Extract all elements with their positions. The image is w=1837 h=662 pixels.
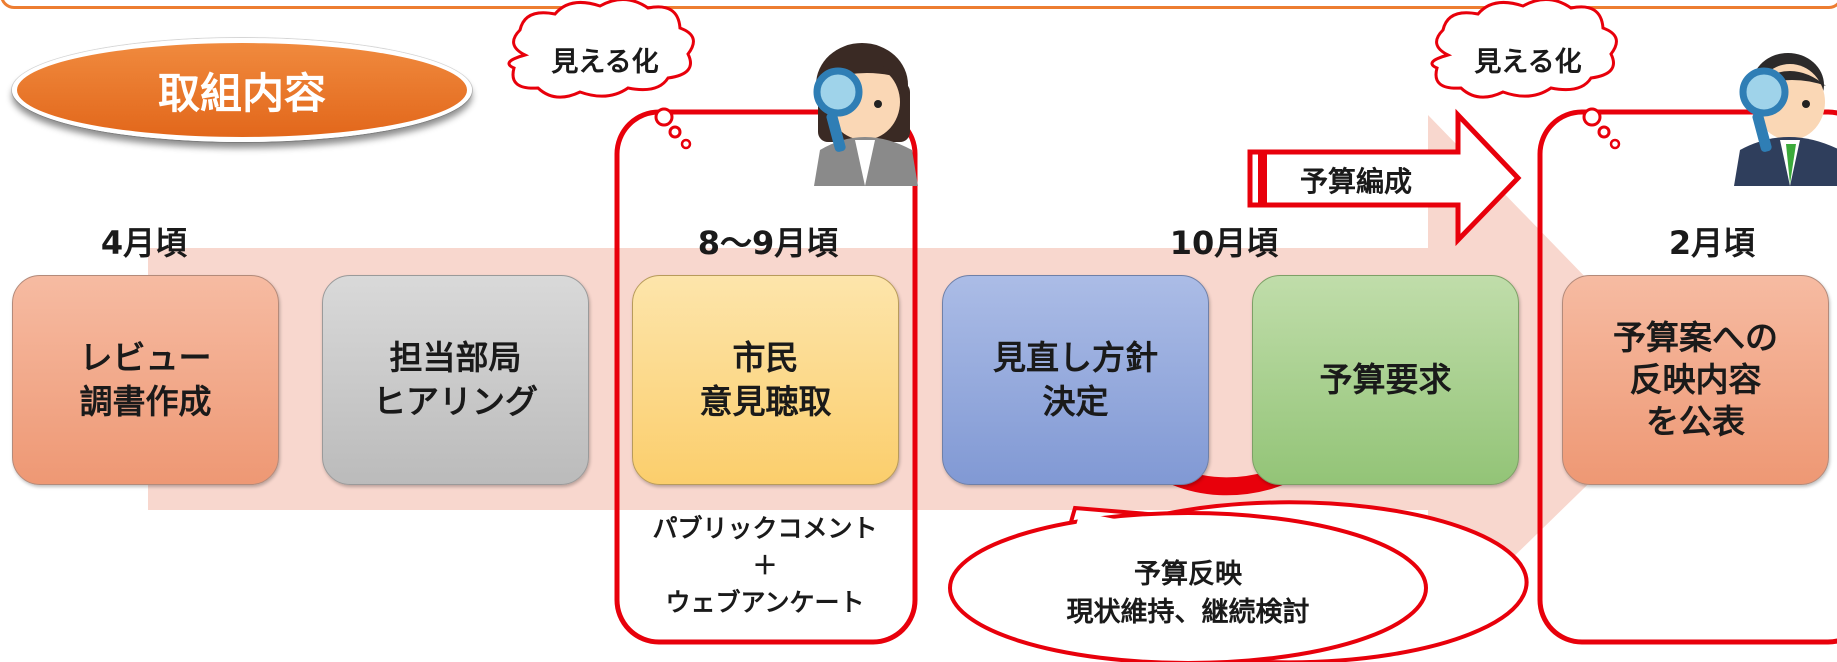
- woman-with-magnifier-icon: [813, 43, 918, 186]
- thought-dot: [654, 107, 674, 127]
- step-label: 市民 意見聴取: [699, 338, 832, 421]
- step-label: 予算案への 反映内容 を公表: [1613, 318, 1778, 441]
- time-label-february: 2月頃: [1668, 224, 1756, 262]
- step-budget-request: 予算要求: [1252, 275, 1519, 485]
- thought-dot: [1609, 138, 1621, 150]
- man-with-magnifier-icon: [1734, 53, 1837, 186]
- speech-bubble-text: 予算反映 現状維持、継続検討: [1066, 559, 1310, 628]
- time-label-aug-sep: 8〜9月頃: [697, 224, 839, 262]
- step-label: 予算要求: [1319, 360, 1452, 399]
- budget-arrow-label: 予算編成: [1300, 165, 1413, 198]
- thought-dot: [1597, 125, 1611, 139]
- step-review-report: レビュー 調書作成: [12, 275, 279, 485]
- time-label-april: 4月頃: [100, 224, 188, 262]
- publish-frame: [1537, 109, 1837, 645]
- step-label: 担当部局 ヒアリング: [373, 338, 538, 421]
- visibility-cloud-label: 見える化: [1474, 47, 1582, 78]
- step-department-hearing: 担当部局 ヒアリング: [322, 275, 589, 485]
- thought-dot: [668, 125, 682, 139]
- public-comment-note: パブリックコメント ＋ ウェブアンケート: [652, 514, 878, 617]
- topic-badge: 取組内容: [12, 38, 472, 142]
- time-label-october: 10月頃: [1169, 224, 1279, 262]
- thought-dot: [680, 138, 692, 150]
- step-label: 見直し方針 決定: [993, 338, 1158, 421]
- thought-dot: [1582, 107, 1602, 127]
- cloud-shape: [507, 0, 695, 99]
- step-review-policy: 見直し方針 決定: [942, 275, 1209, 485]
- step-label: レビュー 調書作成: [79, 338, 212, 421]
- visibility-cloud-label: 見える化: [551, 47, 659, 78]
- step-citizen-opinion: 市民 意見聴取: [632, 275, 899, 485]
- budget-arrow-shape: [1247, 108, 1522, 247]
- step-publish-result: 予算案への 反映内容 を公表: [1562, 275, 1829, 485]
- budget-arrow-stripe: [1258, 152, 1267, 205]
- cloud-shape: [1430, 0, 1618, 99]
- citizen-frame: [614, 109, 918, 645]
- topic-badge-label: 取組内容: [157, 68, 326, 118]
